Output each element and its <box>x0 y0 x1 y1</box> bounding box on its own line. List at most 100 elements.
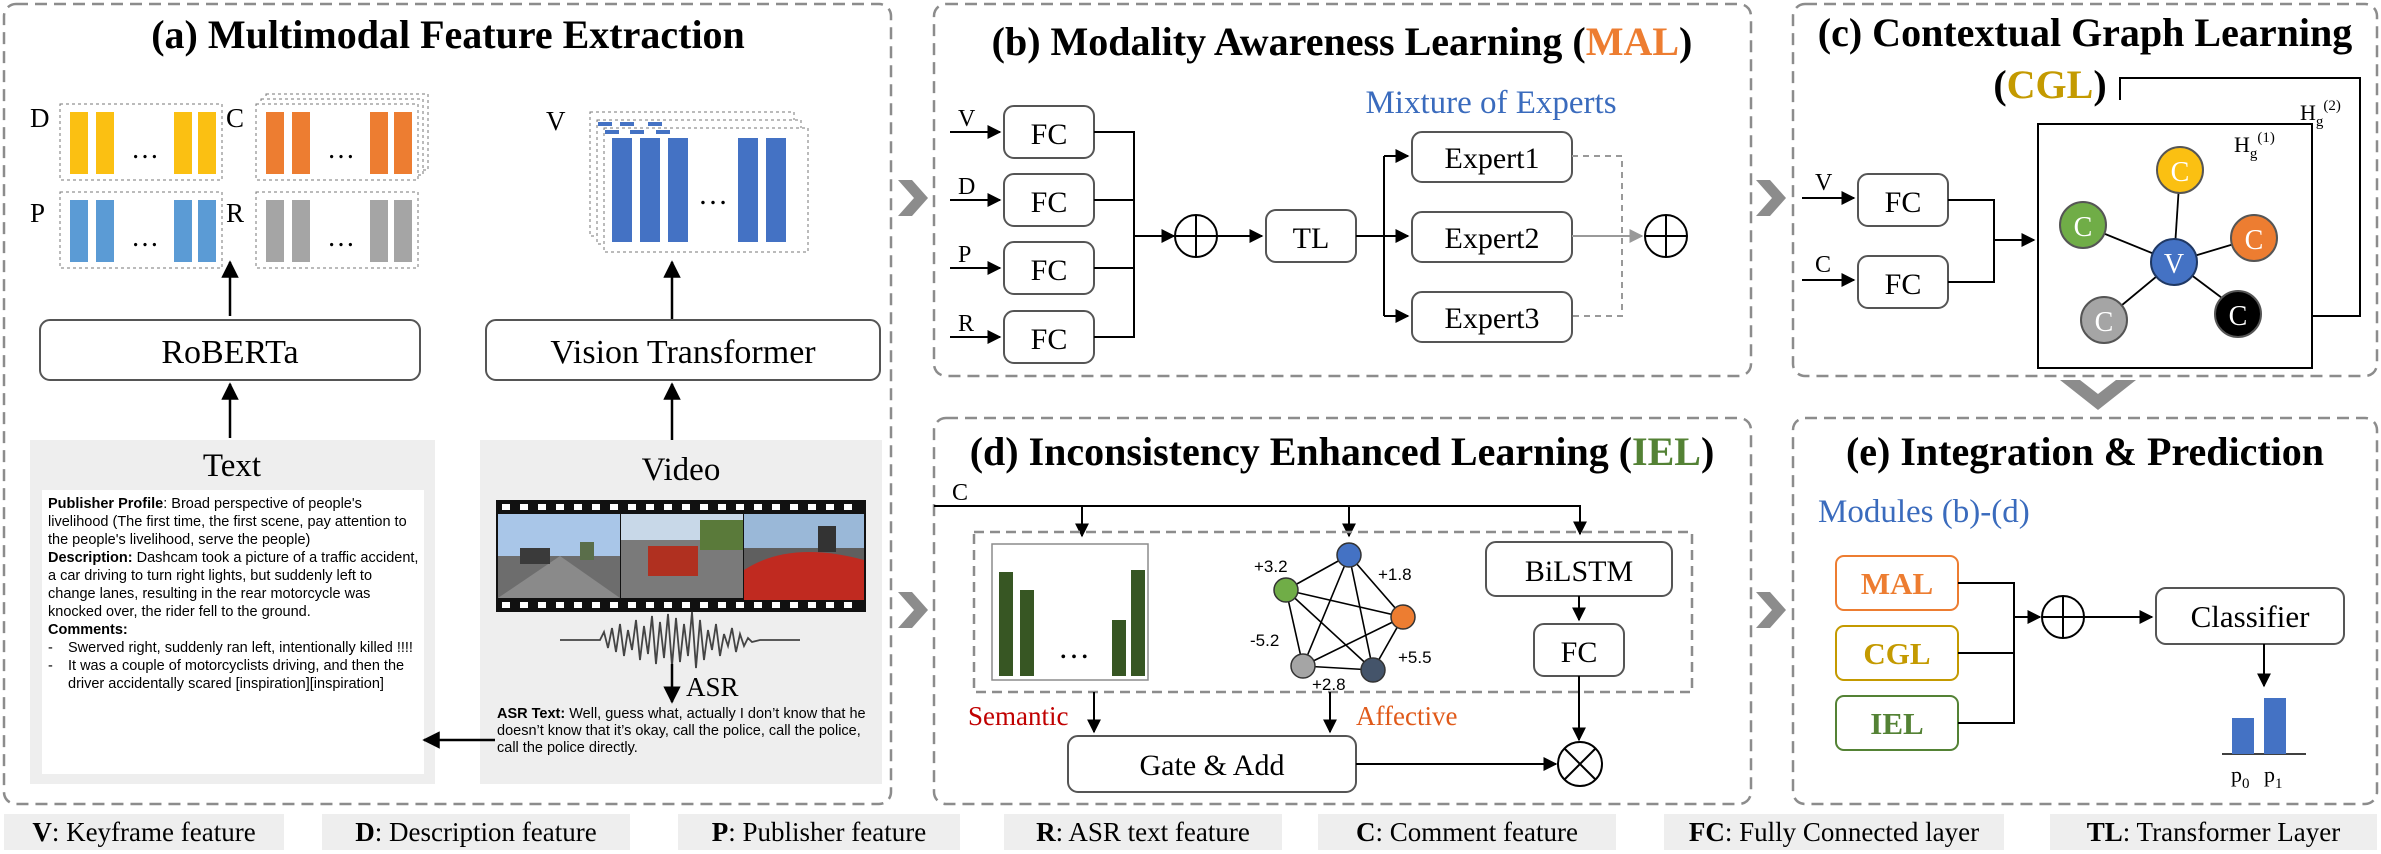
publisher-label: Publisher Profile <box>48 496 164 512</box>
panel-a: (a) Multimodal Feature Extraction D … C … <box>2 2 893 806</box>
feature-label-p: P <box>30 198 45 228</box>
panel-d-title: (d) Inconsistency Enhanced Learning (IEL… <box>970 429 1715 474</box>
cgl-fc-2-label: FC <box>1885 268 1922 301</box>
hg1-label: Hg(1) <box>2234 130 2275 162</box>
description-label: Description: <box>48 550 133 566</box>
feature-block-c: … <box>255 93 429 181</box>
mal-fc-2-label: FC <box>1031 186 1068 219</box>
panel-c-title-abbr: (CGL) <box>1993 62 2106 107</box>
gate-add-label: Gate & Add <box>1140 749 1285 782</box>
edge-weight-3: -5.2 <box>1250 631 1279 650</box>
asr-label: ASR <box>686 672 739 702</box>
expert-2-label: Expert2 <box>1445 222 1540 255</box>
mal-sum-op <box>1644 214 1688 258</box>
comment-item: -It was a couple of motorcyclists drivin… <box>48 657 420 693</box>
graph-node-green-label: C <box>2074 212 2093 243</box>
cgl-fc-1-label: FC <box>1885 186 1922 219</box>
publisher-text: : Broad perspective of people's liveliho… <box>48 496 407 548</box>
feature-block-d: … <box>59 103 223 181</box>
video-film-strip <box>496 500 866 612</box>
iel-input-c: C <box>952 480 968 506</box>
affective-label: Affective <box>1356 701 1457 731</box>
graph-center-node: V <box>2150 238 2198 286</box>
graph-node-black: C <box>2214 290 2262 338</box>
ellipsis-r: … <box>327 222 355 253</box>
asr-text-label: ASR Text: <box>497 706 566 722</box>
graph-node-yellow-label: C <box>2171 157 2190 188</box>
legend-key: P <box>711 817 729 847</box>
cgl-input-v: V <box>1815 170 1833 196</box>
mal-input-r: R <box>958 311 974 337</box>
publisher-profile: Publisher Profile: Broad perspective of … <box>48 495 420 549</box>
edge-weight-5: +2.8 <box>1312 675 1346 694</box>
legend-item-d: D: Description feature <box>322 814 630 850</box>
text-panel-title: Text <box>203 448 261 484</box>
legend-key: C <box>1356 817 1376 847</box>
legend-item-fc: FC: Fully Connected layer <box>1664 814 2004 850</box>
graph-node-orange-label: C <box>2245 225 2264 256</box>
probability-bars <box>2222 698 2306 755</box>
feature-block-v: … <box>589 111 809 253</box>
affective-node-orange <box>1390 604 1416 630</box>
expert-3-label: Expert3 <box>1445 302 1540 335</box>
feature-block-r: … <box>255 191 419 269</box>
vit-label: Vision Transformer <box>550 334 816 371</box>
expert-1-label: Expert1 <box>1445 142 1540 175</box>
module-mal-label: MAL <box>1861 566 1933 601</box>
text-panel-content: Publisher Profile: Broad perspective of … <box>48 495 420 693</box>
iel-fc-label: FC <box>1561 636 1598 669</box>
ellipsis-c: … <box>327 134 355 165</box>
cgl-input-c: C <box>1815 252 1831 278</box>
mal-tl-label: TL <box>1293 222 1330 255</box>
mal-concat-op <box>1174 214 1218 258</box>
graph-center-label: V <box>2164 249 2184 280</box>
panel-a-border <box>2 2 893 806</box>
mal-fc-1-label: FC <box>1031 118 1068 151</box>
semantic-label: Semantic <box>968 701 1068 731</box>
panel-b-title: (b) Modality Awareness Learning (MAL) <box>992 19 1693 64</box>
hg2-label: Hg(2) <box>2300 98 2341 130</box>
description-text: Dashcam took a picture of a traffic acci… <box>48 550 419 620</box>
comment-2-text: It was a couple of motorcyclists driving… <box>68 658 405 692</box>
legend-desc: : Keyframe feature <box>51 817 256 847</box>
prob-label-p0: p0 <box>2231 762 2250 792</box>
legend-desc: : ASR text feature <box>1055 817 1250 847</box>
affective-node-blue <box>1336 542 1362 568</box>
graph-node-black-label: C <box>2229 301 2248 332</box>
classifier-label: Classifier <box>2191 599 2310 634</box>
iel-multiply-op <box>1557 741 1603 787</box>
feature-block-p: … <box>59 191 223 269</box>
graph-node-orange: C <box>2230 214 2278 262</box>
graph-node-yellow: C <box>2156 146 2204 194</box>
panel-c: (c) Contextual Graph Learning (CGL) Hg(2… <box>1791 2 2379 378</box>
semantic-bars: … <box>991 543 1149 681</box>
audio-waveform <box>560 611 800 669</box>
bilstm-label: BiLSTM <box>1525 555 1633 588</box>
legend-desc: : Transformer Layer <box>2122 817 2341 847</box>
legend-key: D <box>355 817 375 847</box>
feature-label-c: C <box>226 103 244 133</box>
comment-1-text: Swerved right, suddenly ran left, intent… <box>68 640 413 656</box>
graph-node-gray: C <box>2080 296 2128 344</box>
legend-item-c: C: Comment feature <box>1318 814 1616 850</box>
moe-title: Mixture of Experts <box>1365 85 1616 121</box>
legend-item-v: V: Keyframe feature <box>4 814 284 850</box>
asr-text-content: ASR Text: Well, guess what, actually I d… <box>497 706 869 757</box>
legend-desc: : Description feature <box>374 817 597 847</box>
ellipsis-v: … <box>698 178 728 211</box>
panel-b: (b) Modality Awareness Learning (MAL) Mi… <box>932 2 1753 378</box>
ellipsis-d: … <box>131 134 159 165</box>
prob-label-p1: p1 <box>2264 762 2283 792</box>
mal-input-d: D <box>958 174 975 200</box>
module-iel-label: IEL <box>1870 706 1923 741</box>
classifier-box <box>2155 587 2345 645</box>
comments-header: Comments: <box>48 621 420 639</box>
mal-fc-4-label: FC <box>1031 323 1068 356</box>
panel-e-title: (e) Integration & Prediction <box>1846 429 2324 474</box>
roberta-box <box>39 319 421 381</box>
expert-3-box <box>1411 291 1573 343</box>
legend-key: V <box>32 817 52 847</box>
graph-node-gray-label: C <box>2095 307 2114 338</box>
legend-desc: : Publisher feature <box>728 817 927 847</box>
